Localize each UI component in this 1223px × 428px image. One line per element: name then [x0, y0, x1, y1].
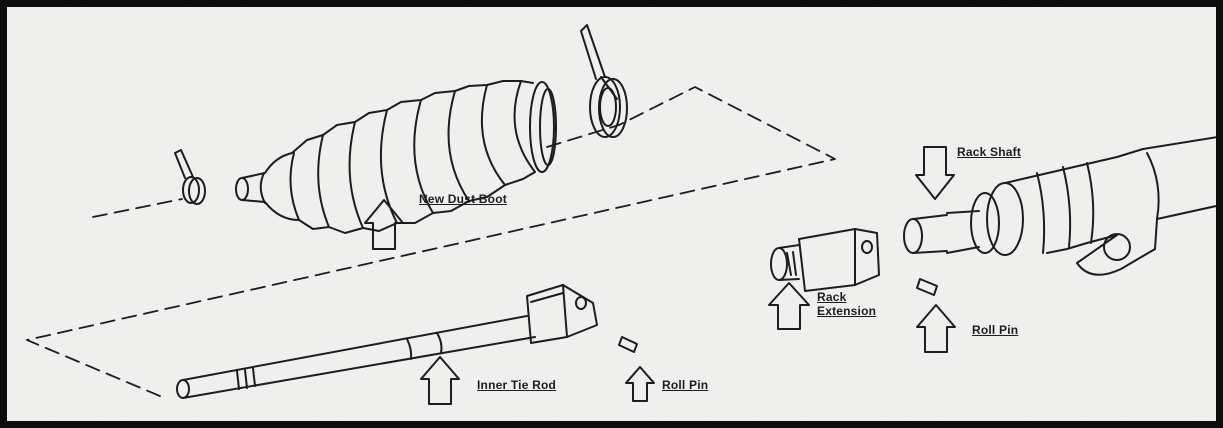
rack-extension [770, 228, 880, 292]
arrow-up-icon [625, 366, 655, 402]
arrow-up-icon [916, 304, 956, 353]
label-inner-tie-rod: Inner Tie Rod [477, 378, 557, 392]
rack-shaft [903, 136, 1216, 276]
arrow-up-icon [364, 199, 404, 250]
arrow-down-icon [915, 146, 955, 200]
dashed-assembly-line [26, 86, 836, 400]
label-roll-pin-left: Roll Pin [662, 378, 709, 392]
inner-tie-rod [176, 284, 598, 399]
label-rack-shaft: Rack Shaft [957, 145, 1022, 159]
arrow-up-icon [420, 356, 460, 405]
roll-pin-right [916, 278, 938, 296]
roll-pin-left [618, 336, 638, 353]
label-new-dust-boot: New Dust Boot [419, 192, 507, 206]
label-roll-pin-right: Roll Pin [972, 323, 1019, 337]
arrow-up-icon [768, 282, 810, 330]
label-rack-extension: Rack Extension [817, 290, 877, 318]
boot-clamp-small [174, 149, 206, 205]
dust-boot [235, 80, 557, 234]
steering-rack-exploded-diagram [7, 7, 1216, 421]
boot-clamp-large [580, 24, 628, 138]
